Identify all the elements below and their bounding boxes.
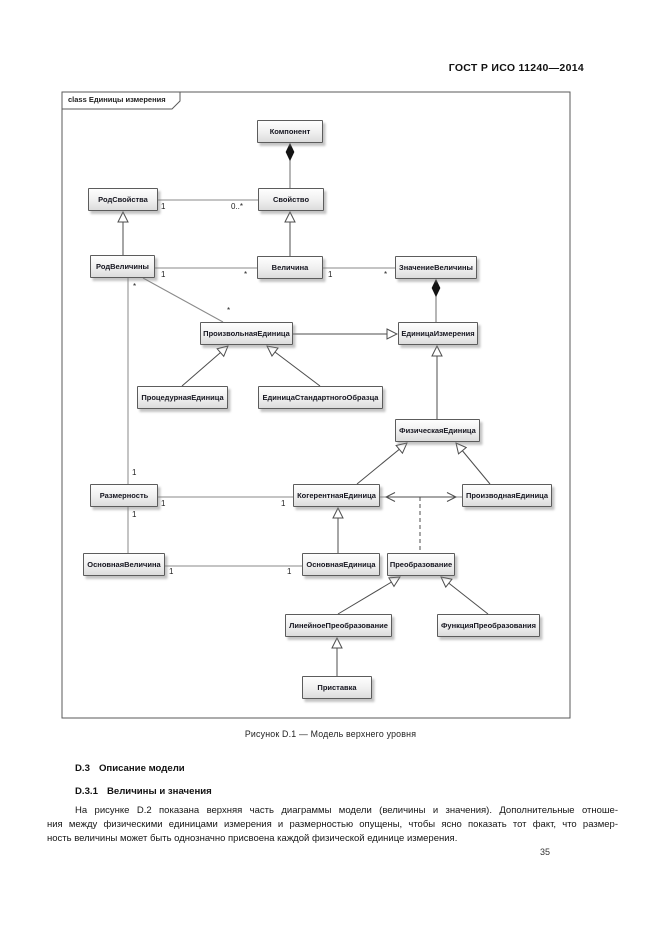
class-funktsiya-preobrazovaniya: ФункцияПреобразования (437, 614, 540, 637)
association-edges (127, 199, 462, 567)
body-paragraph: На рисунке D.2 показана верхняя часть ди… (47, 804, 618, 846)
generalization-edges (123, 212, 491, 676)
composition-edges (290, 144, 436, 322)
class-rodsvoystva: РодСвойства (88, 188, 158, 211)
multiplicity-label: 1 (132, 468, 137, 477)
class-label: ЕдиницаСтандартногоОбразца (262, 393, 379, 402)
multiplicity-label: 1 (161, 499, 166, 508)
class-label: ЛинейноеПреобразование (289, 621, 388, 630)
diagram-frame (61, 91, 571, 719)
class-pristavka: Приставка (302, 676, 372, 699)
class-edinitsa-izmereniya: ЕдиницаИзмерения (398, 322, 478, 345)
heading-number: D.3 (75, 763, 90, 774)
figure-caption: Рисунок D.1 — Модель верхнего уровня (244, 729, 417, 739)
page-number: 35 (540, 847, 551, 857)
paragraph-line: ния между физическими единицами измерени… (47, 819, 618, 830)
class-label: Величина (271, 263, 309, 272)
class-protsedurnaya-edinitsa: ПроцедурнаяЕдиница (137, 386, 228, 409)
class-label: ЕдиницаИзмерения (401, 329, 475, 338)
multiplicity-label: 1 (328, 270, 333, 279)
heading-number: D.3.1 (75, 786, 98, 797)
multiplicity-label: 1 (132, 510, 137, 519)
multiplicity-label: * (227, 306, 231, 315)
class-label: ПроцедурнаяЕдиница (141, 393, 224, 402)
diagram-frame-label: class Единицы измерения (68, 95, 166, 104)
heading-d31: D.3.1 Величины и значения (75, 786, 212, 797)
class-fizicheskaya-edinitsa: ФизическаяЕдиница (395, 419, 480, 442)
multiplicity-label: 1 (169, 567, 174, 576)
class-osnovnaya-velichina: ОсновнаяВеличина (83, 553, 165, 576)
class-label: Приставка (317, 683, 357, 692)
heading-title: Описание модели (98, 763, 185, 774)
class-label: ПроизвольнаяЕдиница (203, 329, 290, 338)
class-label: ОсновнаяВеличина (87, 560, 161, 569)
document-header: ГОСТ Р ИСО 11240—2014 (448, 62, 584, 74)
multiplicity-label: 1 (161, 202, 166, 211)
class-label: КогерентнаяЕдиница (297, 491, 376, 500)
multiplicity-label: 1 (281, 499, 286, 508)
class-kogerentnaya-edinitsa: КогерентнаяЕдиница (293, 484, 380, 507)
class-rodvelichiny: РодВеличины (90, 255, 155, 278)
multiplicity-label: 1 (287, 567, 292, 576)
class-velichina: Величина (257, 256, 323, 279)
heading-title: Величины и значения (106, 786, 212, 797)
multiplicity-label: * (384, 270, 388, 279)
class-svoystvo: Свойство (258, 188, 324, 211)
class-label: ЗначениеВеличины (399, 263, 473, 272)
class-label: ПроизводнаяЕдиница (465, 491, 549, 500)
class-label: Размерность (99, 491, 149, 500)
class-preobrazovanie: Преобразование (387, 553, 455, 576)
class-lineynoe-preobrazovanie: ЛинейноеПреобразование (285, 614, 392, 637)
class-label: Компонент (269, 127, 311, 136)
class-label: РодСвойства (98, 195, 148, 204)
class-label: ФизическаяЕдиница (399, 426, 476, 435)
class-proizvolnaya-edinitsa: ПроизвольнаяЕдиница (200, 322, 293, 345)
class-label: Преобразование (389, 560, 453, 569)
class-label: РодВеличины (96, 262, 149, 271)
class-osnovnaya-edinitsa: ОсновнаяЕдиница (302, 553, 380, 576)
multiplicity-label: * (244, 270, 248, 279)
heading-d3: D.3 Описание модели (75, 763, 185, 774)
class-znachenie-velichiny: ЗначениеВеличины (395, 256, 477, 279)
class-proizvodnaya-edinitsa: ПроизводнаяЕдиница (462, 484, 552, 507)
paragraph-line: ность величины может быть однозначно при… (47, 833, 458, 844)
class-edinitsa-standartnogo-obraztsa: ЕдиницаСтандартногоОбразца (258, 386, 383, 409)
multiplicity-label: 0..* (231, 202, 244, 211)
class-label: ФункцияПреобразования (441, 621, 536, 630)
class-komponent: Компонент (257, 120, 323, 143)
class-label: Свойство (272, 195, 310, 204)
paragraph-line: На рисунке D.2 показана верхняя часть ди… (75, 805, 618, 816)
multiplicity-label: 1 (161, 270, 166, 279)
class-label: ОсновнаяЕдиница (306, 560, 376, 569)
class-razmernost: Размерность (90, 484, 158, 507)
multiplicity-label: * (133, 282, 137, 291)
